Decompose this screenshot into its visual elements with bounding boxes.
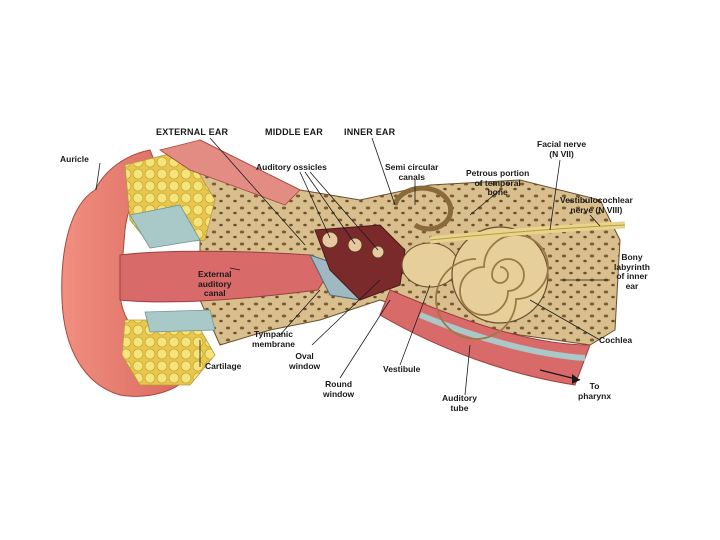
label-external-auditory-canal: External auditory canal <box>198 269 232 298</box>
canal-shape <box>119 250 331 303</box>
ossicle-1 <box>321 231 339 249</box>
label-to-pharynx: To pharynx <box>578 381 612 401</box>
label-vestibulocochlear-nerve: Vestibulocochlear nerve (N VIII) <box>560 195 633 215</box>
skin-strip <box>159 139 301 206</box>
vestibule-shape <box>401 242 459 288</box>
label-tympanic-membrane: Tympanic membrane <box>252 329 295 349</box>
lower-cartilage <box>144 309 216 333</box>
label-cochlea: Cochlea <box>599 335 633 345</box>
header-inner-ear: INNER EAR <box>344 127 396 137</box>
header-middle-ear: MIDDLE EAR <box>265 127 323 137</box>
label-auditory-ossicles: Auditory ossicles <box>256 162 327 172</box>
label-facial-nerve: Facial nerve (N VII) <box>537 139 587 159</box>
cochlea-shape <box>451 226 549 324</box>
leader-lines <box>95 137 610 396</box>
label-vestibule: Vestibule <box>383 364 421 374</box>
header-external-ear: EXTERNAL EAR <box>156 127 229 137</box>
label-round-window: Round window <box>323 379 355 399</box>
upper-cartilage <box>129 204 201 249</box>
ossicle-2 <box>347 237 363 253</box>
label-auditory-tube: Auditory tube <box>442 393 477 413</box>
label-bony-labyrinth: Bony labyrinth of inner ear <box>614 252 650 291</box>
label-oval-window: Oval window <box>289 351 321 371</box>
label-cartilage: Cartilage <box>205 361 242 371</box>
semicircular-shape <box>392 185 454 232</box>
label-auricle: Auricle <box>60 154 89 164</box>
label-semicircular-canals: Semi circular canals <box>385 162 439 182</box>
label-petrous-portion: Petrous portion of temporal bone <box>466 168 530 197</box>
ossicle-3 <box>371 245 385 259</box>
